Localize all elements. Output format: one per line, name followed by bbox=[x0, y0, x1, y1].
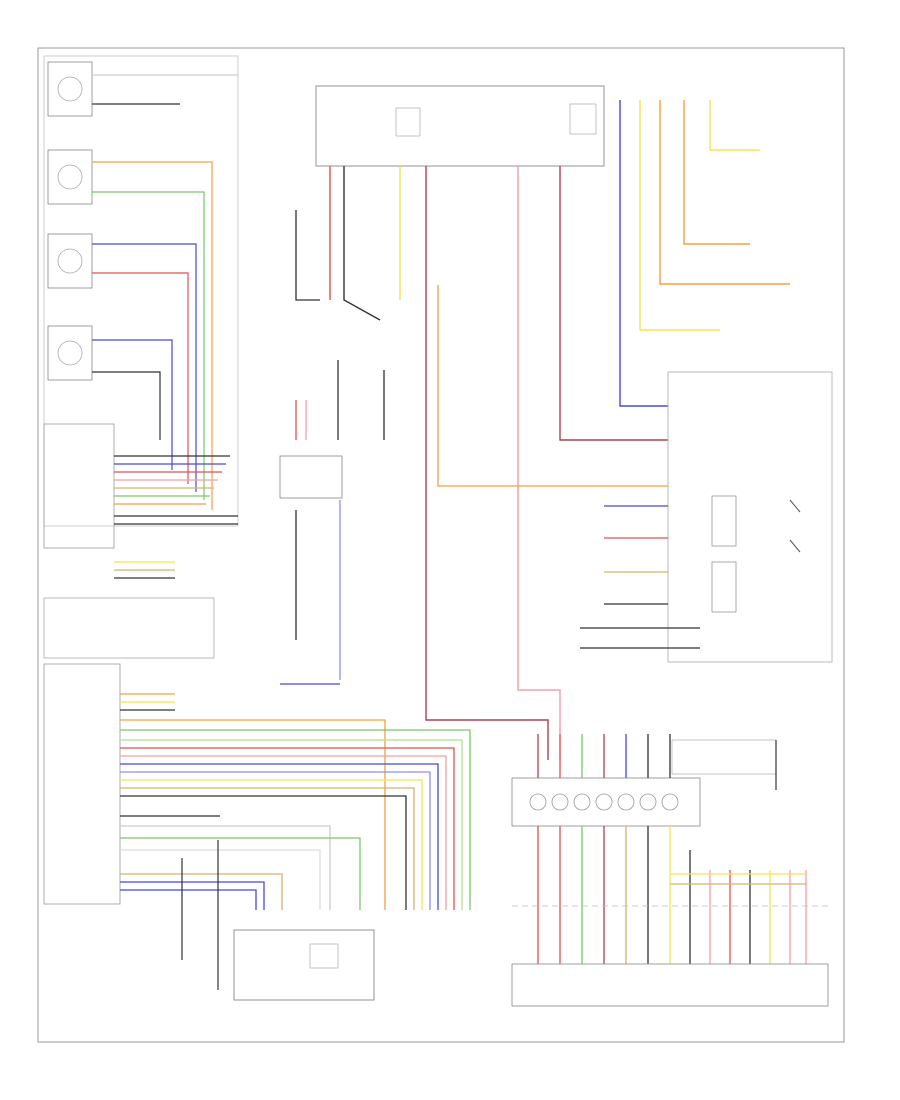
fuse-row-circles bbox=[529, 793, 679, 811]
junction-wires bbox=[329, 166, 668, 760]
module-wires bbox=[120, 693, 471, 910]
diagram-frame bbox=[37, 47, 845, 1043]
sensor-box-1 bbox=[47, 61, 93, 117]
junction-relay-2 bbox=[569, 103, 597, 135]
sensor-box-3 bbox=[47, 233, 93, 289]
center-left-wires bbox=[280, 210, 385, 685]
top-junction-box bbox=[315, 85, 605, 167]
bottom-right-wires bbox=[537, 734, 807, 964]
mid-left-connector bbox=[114, 561, 175, 579]
center-relay bbox=[279, 455, 343, 499]
top-right-wires bbox=[619, 100, 790, 407]
cluster-needle-1 bbox=[789, 499, 801, 513]
instrument-cluster bbox=[667, 371, 833, 663]
cluster-gauge-2 bbox=[711, 561, 737, 613]
sensor-box-2 bbox=[47, 149, 93, 205]
orange-wire-center bbox=[437, 285, 668, 487]
sensor-box-4 bbox=[47, 325, 93, 381]
bottom-left-relay bbox=[309, 943, 339, 969]
left-main-module bbox=[43, 663, 121, 905]
cluster-input-wires bbox=[580, 505, 700, 649]
left-sensor-group bbox=[43, 55, 239, 527]
sensor-wires bbox=[92, 74, 238, 510]
left-connector-wires bbox=[114, 455, 238, 525]
left-connector-block bbox=[43, 423, 115, 549]
bottom-left-wires bbox=[181, 840, 219, 990]
bottom-right-connector bbox=[511, 963, 829, 1007]
junction-relay-1 bbox=[395, 107, 421, 137]
bottom-right-fuse-row bbox=[511, 777, 701, 827]
right-relay-box bbox=[671, 739, 777, 775]
engine-control-block bbox=[43, 597, 215, 659]
cluster-needle-2 bbox=[789, 539, 801, 553]
cluster-gauge-1 bbox=[711, 495, 737, 547]
bottom-left-module bbox=[233, 929, 375, 1001]
